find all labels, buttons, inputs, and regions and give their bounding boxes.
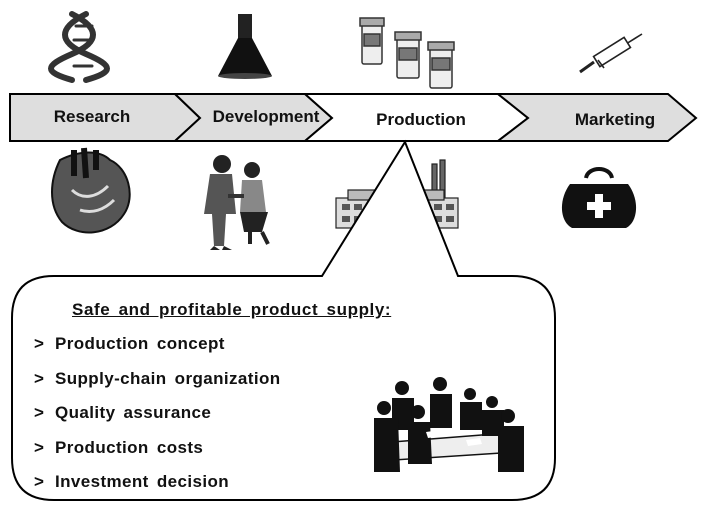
medical-bag-icon xyxy=(561,167,637,228)
bullet-marker: > xyxy=(34,334,45,353)
bullet-marker: > xyxy=(34,437,45,457)
doctor-patient-icon xyxy=(204,155,270,250)
list-item-label: Quality assurance xyxy=(55,403,212,422)
list-item: > Production costs xyxy=(34,438,281,473)
list-item: > Investment decision xyxy=(34,472,281,507)
stage-label-research: Research xyxy=(54,107,131,126)
bullet-marker: > xyxy=(34,472,45,491)
callout-title: Safe and profitable product supply: xyxy=(72,300,392,319)
syringe-icon xyxy=(579,33,643,74)
flask-icon xyxy=(218,14,272,79)
list-item-label: Supply-chain organization xyxy=(55,368,281,388)
chevron-marketing xyxy=(495,93,698,142)
stage-label-production: Production xyxy=(376,110,466,129)
process-chevrons: Research Development Production Marketin… xyxy=(9,93,698,142)
callout-bullet-list: > Production concept > Supply-chain organi… xyxy=(34,334,281,507)
bullet-marker: > xyxy=(34,368,45,388)
stage-label-development: Development xyxy=(213,107,320,126)
list-item-label: Production concept xyxy=(55,334,225,353)
list-item: > Supply-chain organization xyxy=(34,369,281,404)
business-meeting-icon xyxy=(374,377,524,472)
stage-label-marketing: Marketing xyxy=(575,110,655,129)
pill-bottles-icon xyxy=(359,17,455,89)
dna-helix-icon xyxy=(48,11,110,83)
bullet-marker: > xyxy=(34,403,45,422)
heart-anatomy-icon xyxy=(51,147,131,234)
list-item: > Quality assurance xyxy=(34,403,281,438)
list-item-label: Investment decision xyxy=(55,472,230,491)
list-item: > Production concept xyxy=(34,334,281,369)
list-item-label: Production costs xyxy=(55,437,204,457)
